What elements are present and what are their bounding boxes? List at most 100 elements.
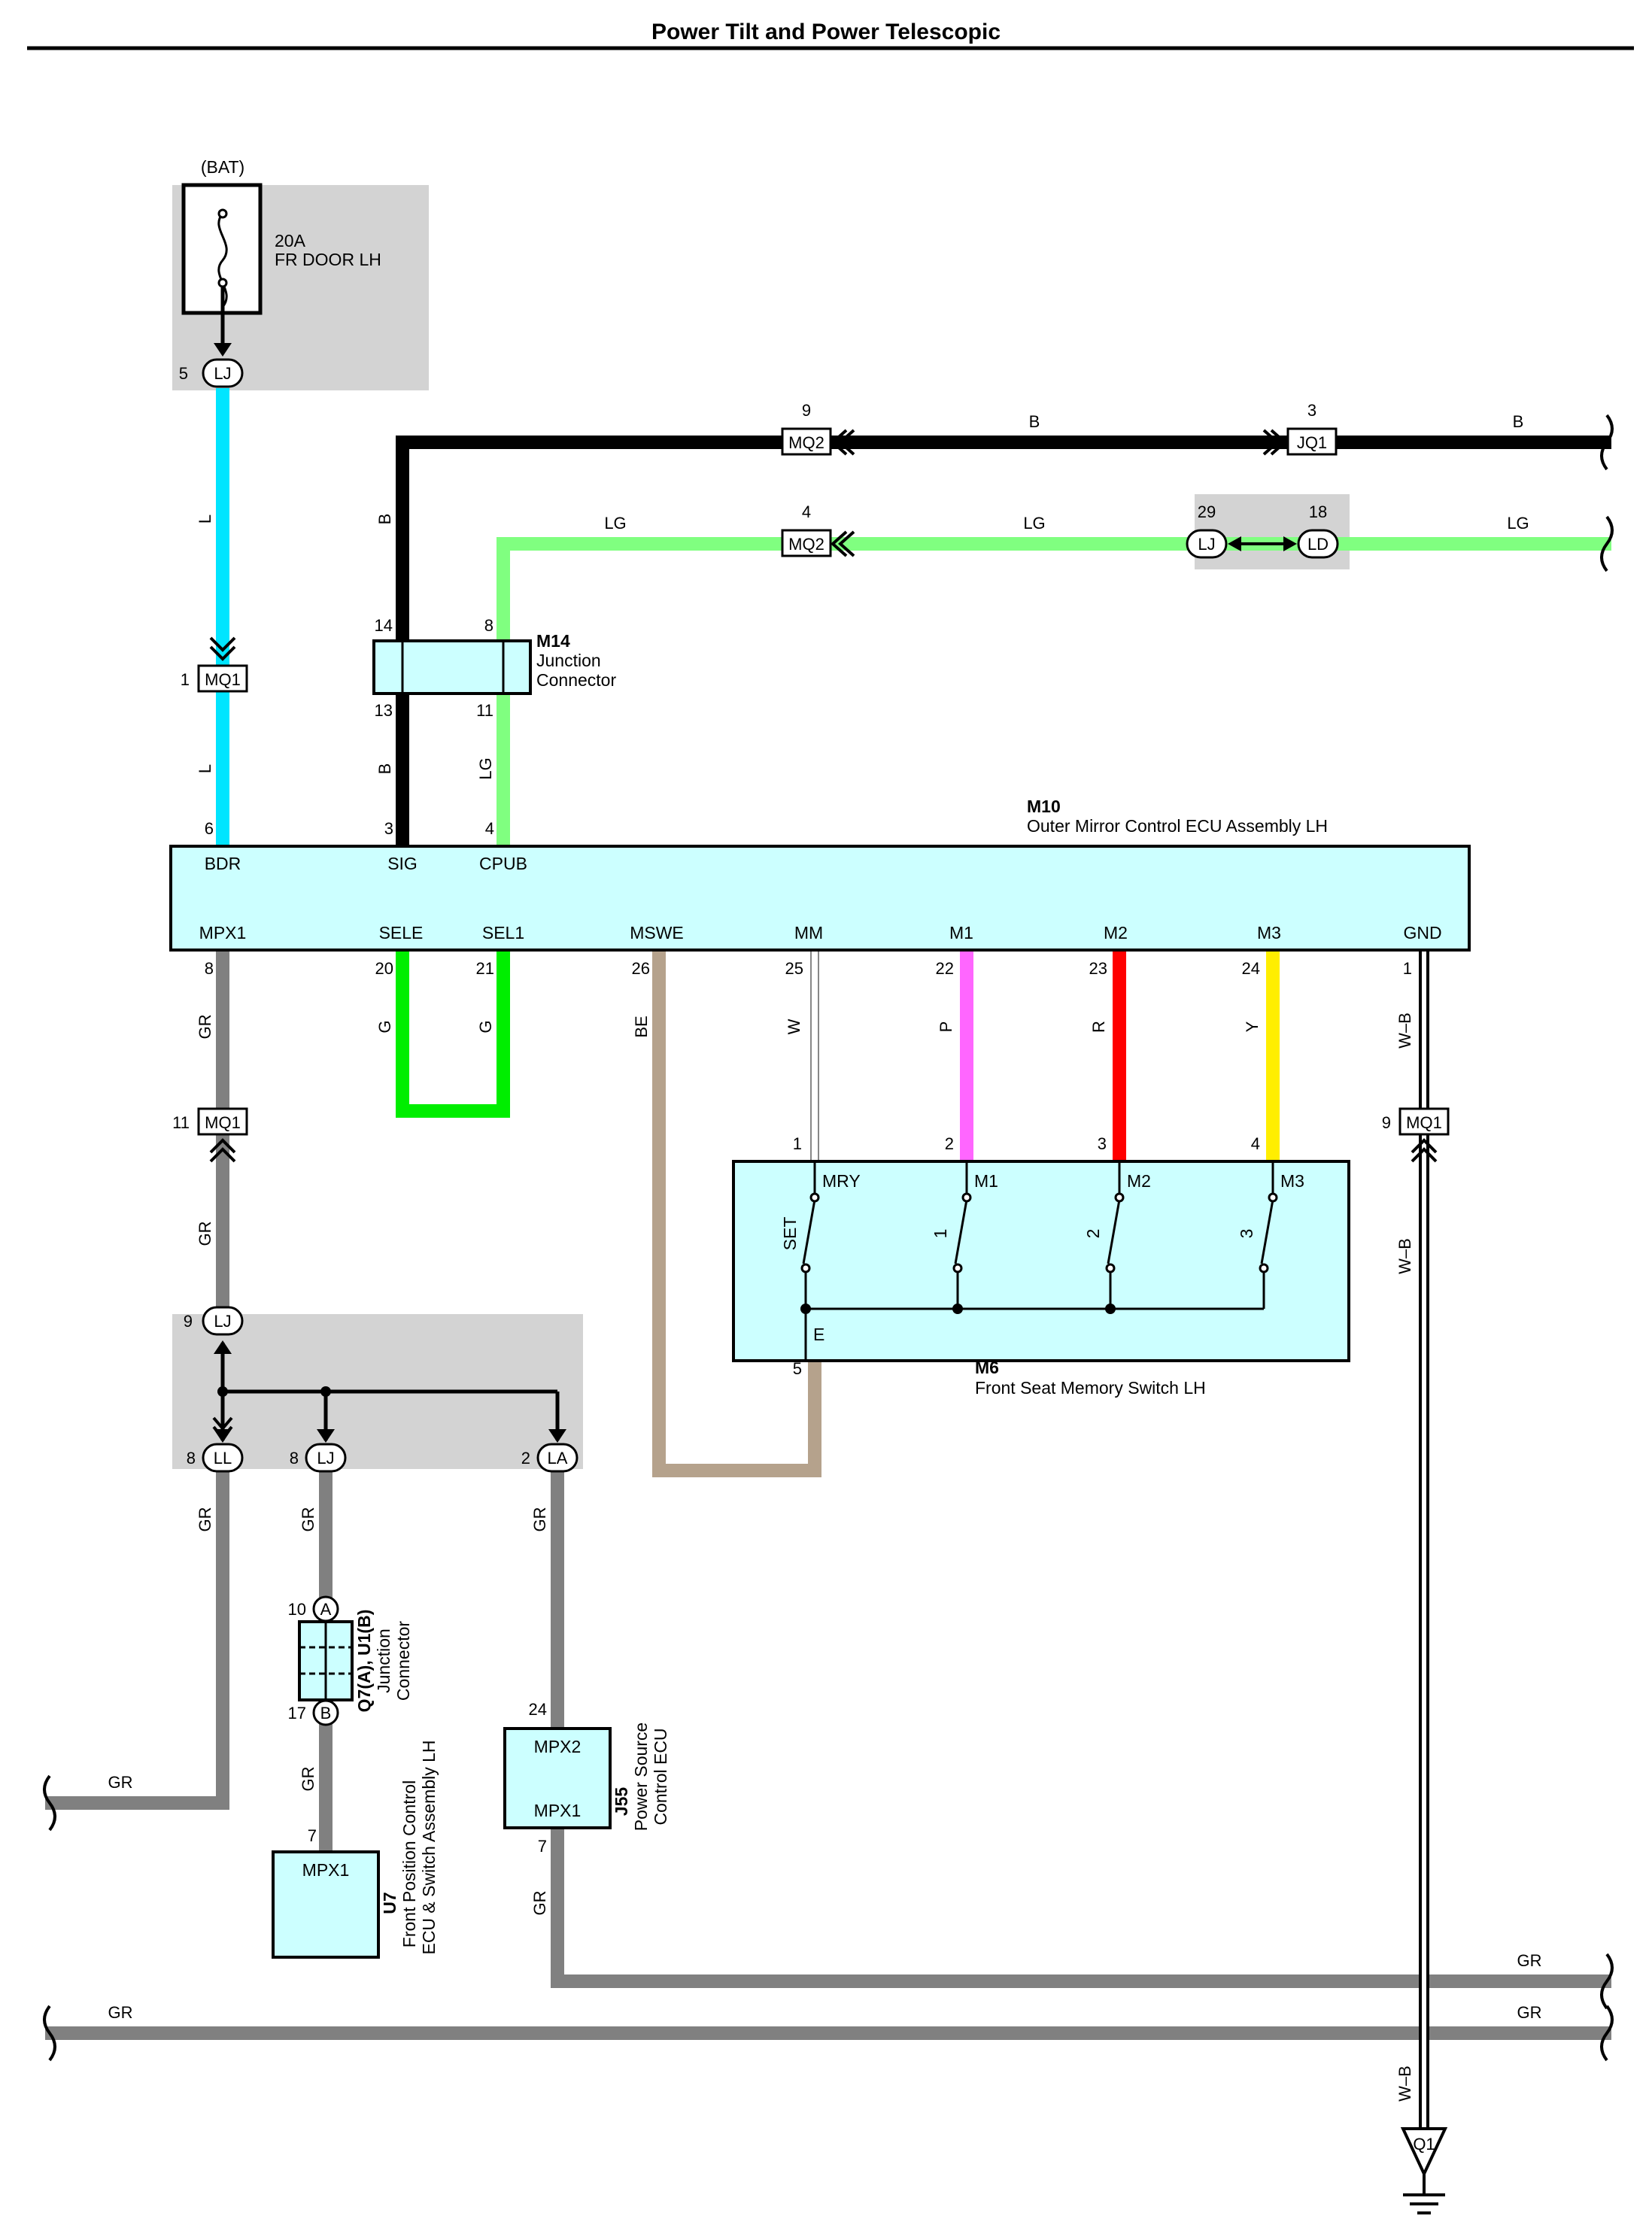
wire-label-w: W [785,1018,803,1034]
svg-text:A: A [320,1600,332,1619]
arrow-down-icon [317,1429,335,1443]
wire-b [396,436,1611,854]
svg-text:24: 24 [529,1700,547,1719]
svg-text:SIG: SIG [387,854,418,873]
wire-label-wb: W–B [1395,1238,1414,1274]
connector-mq1-11 [197,1107,248,1136]
svg-text:5: 5 [793,1359,802,1378]
j55-power-source-ecu [503,1727,612,1829]
svg-text:20: 20 [375,959,393,978]
connector-lj29 [1186,529,1228,559]
connector-ld18 [1297,529,1339,559]
svg-text:2: 2 [521,1449,530,1468]
svg-text:1: 1 [931,1229,950,1239]
svg-text:4: 4 [485,819,494,838]
svg-text:3: 3 [1237,1229,1256,1239]
svg-text:M1: M1 [974,1171,998,1191]
wire-label-b: B [375,763,394,775]
svg-text:MM: MM [794,923,823,942]
m10-name: Outer Mirror Control ECU Assembly LH [1027,816,1328,836]
fuse-icon [217,212,228,308]
m10-outer-mirror-ecu [169,845,1471,952]
svg-text:LA: LA [548,1449,568,1468]
svg-text:13: 13 [375,701,393,720]
m6-code: M6 [975,1358,999,1377]
svg-text:SEL1: SEL1 [482,923,524,942]
svg-text:1: 1 [181,670,190,689]
wire-label-be: BE [632,1015,651,1037]
wire-label-y: Y [1243,1021,1262,1032]
arrow-up-icon [214,1340,232,1354]
svg-text:Junction: Junction [374,1628,393,1693]
wire-label-b: B [375,514,394,525]
connector-lj9 [202,1306,244,1336]
wire-label-wb: W–B [1395,1012,1414,1049]
svg-text:8: 8 [187,1449,196,1468]
svg-text:MPX2: MPX2 [534,1737,582,1756]
svg-text:LJ: LJ [1198,535,1215,554]
m6-switches [802,1161,1274,1361]
ground-icon [1403,2174,1445,2214]
svg-text:9: 9 [184,1312,193,1331]
svg-text:Junction: Junction [536,651,601,670]
svg-text:29: 29 [1198,502,1216,521]
wire-label-p: P [937,1021,955,1033]
m6-switch-contacts [800,1192,1278,1314]
connector-jq1 [1286,427,1338,456]
svg-text:3: 3 [384,819,393,838]
wire-label-gr: GR [530,1891,549,1916]
wire-label-lg: LG [1023,514,1045,533]
wire-label-l: L [196,764,214,773]
connector-chevron-icon [830,530,855,557]
svg-text:8: 8 [484,616,493,635]
m10-bottom-terminals: MPX1 SELE SEL1 MSWE MM M1 M2 M3 GND 8 20… [199,923,1442,978]
svg-text:7: 7 [308,1826,317,1845]
connector-la2 [536,1443,579,1473]
wire-label-lg: LG [476,757,495,779]
svg-text:MQ1: MQ1 [205,1113,241,1132]
svg-text:BDR: BDR [205,854,241,873]
wire-label-lg: LG [604,514,626,533]
wire-label-l: L [196,514,214,524]
svg-text:23: 23 [1089,959,1107,978]
svg-text:8: 8 [290,1449,299,1468]
svg-text:MQ2: MQ2 [788,433,824,452]
wire-label-lg: LG [1507,514,1529,533]
svg-text:2: 2 [945,1134,954,1153]
fuse-rating: 20A [275,231,306,250]
wire-label-gr: GR [299,1767,317,1792]
svg-text:Connector: Connector [393,1621,413,1701]
m6-seat-memory-switch [732,1160,1350,1362]
svg-text:SELE: SELE [379,923,424,942]
svg-text:3: 3 [1307,401,1316,420]
svg-text:B: B [320,1704,332,1723]
arrow-down-icon [548,1429,566,1443]
svg-text:8: 8 [205,959,214,978]
svg-text:LJ: LJ [317,1449,334,1468]
u7-front-position-ecu [272,1850,380,1959]
svg-text:Control ECU: Control ECU [651,1728,670,1825]
m14-code: M14 [536,631,570,651]
wire-label-gr: GR [299,1507,317,1532]
ground-connector-q1 [1400,2127,1448,2178]
svg-text:M3: M3 [1257,923,1281,942]
svg-text:11: 11 [172,1113,190,1132]
svg-text:1: 1 [1403,959,1412,978]
svg-text:3: 3 [1098,1134,1107,1153]
svg-text:ECU & Switch Assembly LH: ECU & Switch Assembly LH [419,1740,439,1954]
wire-label-gr: GR [530,1507,549,1532]
svg-text:14: 14 [375,616,393,635]
wire-gr-left [45,1459,229,1810]
svg-text:24: 24 [1242,959,1260,978]
svg-text:LJ: LJ [214,364,231,383]
svg-text:MPX1: MPX1 [302,1860,350,1880]
svg-text:Q1: Q1 [1413,2135,1435,2154]
svg-text:E: E [813,1325,824,1344]
wire-label-g: G [476,1020,495,1033]
wire-label-b: B [1029,412,1040,431]
svg-text:M1: M1 [949,923,973,942]
wire-g [396,952,510,1118]
m10-code: M10 [1027,797,1061,816]
wire-be [652,952,821,1477]
wire-label-g: G [375,1020,394,1033]
